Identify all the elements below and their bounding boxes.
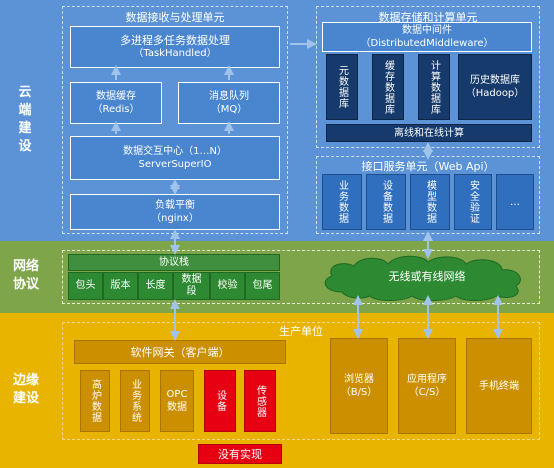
interaction-center-label: 数据交互中心（1…N） (123, 146, 227, 157)
source-device: 设备 (204, 370, 236, 432)
api-device-data: 设备数据 (366, 174, 406, 230)
protocol-field-checksum: 校验 (210, 272, 245, 300)
compute-db-label: 计算数据库 (428, 59, 440, 115)
protocol-field-length: 长度 (138, 272, 173, 300)
history-db-label: 历史数据库 (470, 75, 520, 86)
software-gateway-label: 软件网关（客户端） (130, 345, 230, 359)
api-unit-title: 接口服务单元（Web Api） (361, 160, 495, 173)
api-more: … (496, 174, 534, 230)
application-sub: （C/S） (408, 387, 446, 398)
source-business-system-label: 业务系统 (129, 379, 141, 423)
multi-process-label: 多进程多任务数据处理 (120, 34, 230, 47)
compute-label: 离线和在线计算 (394, 127, 464, 139)
receive-unit-title: 数据接收与处理单元 (125, 11, 225, 24)
api-device-data-label: 设备数据 (380, 180, 392, 224)
redis-cache-box: 数据缓存 （Redis） (70, 82, 162, 124)
edge-layer-text: 边缘建设 (12, 373, 39, 406)
protocol-field-data-label: 数据段 (181, 274, 202, 297)
meta-db-label: 元数据库 (336, 65, 348, 109)
protocol-field-header-label: 包头 (75, 280, 96, 291)
cache-db-box: 缓存数据库 (372, 54, 404, 120)
browser-sub: （B/S） (340, 387, 378, 398)
history-db-sub: （Hadoop） (465, 88, 525, 99)
network-cloud-icon (324, 255, 521, 301)
network-layer-label: 网络协议 (8, 256, 44, 296)
api-business-data: 业务数据 (322, 174, 362, 230)
source-sensor-label: 传感器 (254, 384, 266, 418)
api-security-label: 安全验证 (467, 180, 479, 224)
mq-label: 消息队列 (209, 91, 249, 102)
production-frame (62, 322, 540, 440)
protocol-field-version-label: 版本 (110, 280, 131, 291)
protocol-field-data: 数据段 (173, 272, 210, 300)
mq-sub: （MQ） (210, 104, 248, 115)
source-opc-data-label: OPC数据 (166, 389, 188, 413)
redis-cache-sub: （Redis） (92, 104, 140, 115)
multi-process-sub: （TaskHandled） (133, 48, 217, 59)
middleware-sub: （DistributedMiddleware） (360, 38, 494, 49)
middleware-label: 数据中间件 (402, 25, 452, 36)
protocol-stack-title: 协议栈 (159, 256, 189, 268)
multi-process-box: 多进程多任务数据处理 （TaskHandled） (70, 26, 280, 68)
interaction-center-box: 数据交互中心（1…N） ServerSuperIO (70, 136, 280, 180)
load-balance-label: 负载平衡 (155, 200, 195, 211)
api-model-data-label: 模型数据 (424, 180, 436, 224)
meta-db-box: 元数据库 (326, 54, 358, 120)
source-sensor: 传感器 (244, 370, 276, 432)
api-more-label: … (510, 196, 520, 208)
protocol-field-tail: 包尾 (245, 272, 280, 300)
compute-box: 离线和在线计算 (326, 124, 532, 142)
protocol-field-length-label: 长度 (145, 280, 166, 291)
protocol-field-checksum-label: 校验 (217, 280, 238, 291)
api-business-data-label: 业务数据 (336, 180, 348, 224)
software-gateway-box: 软件网关（客户端） (74, 340, 286, 364)
interaction-center-sub: ServerSuperIO (138, 159, 212, 170)
protocol-field-version: 版本 (103, 272, 138, 300)
network-frame (62, 250, 540, 304)
not-implemented-label: 没有实现 (218, 447, 262, 461)
network-cloud-label: 无线或有线网络 (388, 270, 466, 283)
api-model-data: 模型数据 (410, 174, 450, 230)
mobile-terminal-label: 手机终端 (479, 380, 519, 392)
compute-db-box: 计算数据库 (418, 54, 450, 120)
browser-box: 浏览器 （B/S） (330, 338, 388, 434)
source-device-label: 设备 (214, 390, 226, 412)
api-security: 安全验证 (454, 174, 492, 230)
cache-db-label: 缓存数据库 (382, 59, 394, 115)
cloud-layer-label: 云端建设 (14, 80, 36, 160)
application-label: 应用程序 (407, 374, 447, 385)
redis-cache-label: 数据缓存 (96, 91, 136, 102)
mq-box: 消息队列 （MQ） (178, 82, 280, 124)
load-balance-sub: （nginx） (151, 213, 199, 224)
history-db-box: 历史数据库 （Hadoop） (458, 54, 532, 120)
browser-label: 浏览器 (344, 374, 374, 385)
source-blast-furnace: 高炉数据 (80, 370, 110, 432)
edge-layer-label: 边缘建设 (8, 370, 44, 410)
cloud-layer-text: 云端建设 (18, 85, 32, 154)
source-blast-furnace-label: 高炉数据 (89, 379, 101, 423)
middleware-box: 数据中间件 （DistributedMiddleware） (322, 22, 532, 52)
protocol-field-tail-label: 包尾 (252, 280, 273, 291)
not-implemented-badge: 没有实现 (198, 444, 282, 464)
network-layer-text: 网络协议 (12, 259, 39, 292)
storage-unit-title: 数据存储和计算单元 (378, 11, 478, 24)
protocol-field-header: 包头 (68, 272, 103, 300)
mobile-terminal-box: 手机终端 (466, 338, 532, 434)
source-business-system: 业务系统 (120, 370, 150, 432)
production-title: 生产单位 (279, 325, 323, 338)
source-opc-data: OPC数据 (160, 370, 194, 432)
